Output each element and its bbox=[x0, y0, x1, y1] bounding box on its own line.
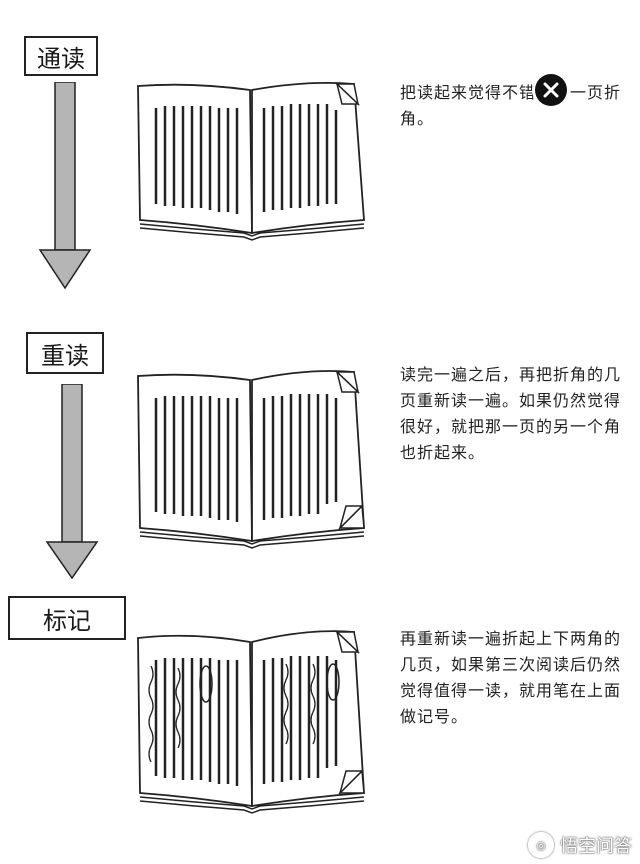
close-button[interactable] bbox=[532, 71, 570, 109]
step-label-3: 标记 bbox=[8, 596, 126, 640]
step-label-text: 重读 bbox=[41, 341, 89, 370]
step-label-2: 重读 bbox=[26, 332, 104, 374]
step-label-text: 通读 bbox=[37, 44, 85, 73]
watermark-text: 悟空问答 bbox=[560, 836, 632, 857]
watermark: ◎ 悟空问答 bbox=[528, 832, 632, 858]
book-illustration-2 bbox=[137, 369, 365, 549]
step-label-text: 标记 bbox=[43, 606, 91, 635]
wukong-logo-icon: ◎ bbox=[528, 832, 554, 858]
down-arrow-1 bbox=[38, 82, 92, 290]
step-description-3: 再重新读一遍折起上下两角的几页，如果第三次阅读后仍然觉得值得一读，就用笔在上面做… bbox=[400, 629, 622, 726]
down-arrow-2 bbox=[45, 384, 99, 580]
step-label-1: 通读 bbox=[24, 36, 98, 76]
step-description-1: 把读起来觉得不错的那一页折角。 bbox=[400, 83, 622, 128]
book-illustration-1 bbox=[137, 81, 365, 241]
close-x-circle-icon bbox=[535, 74, 567, 106]
book-illustration-3 bbox=[137, 629, 365, 814]
step-description-2: 读完一遍之后，再把折角的几页重新读一遍。如果仍然觉得很好，就把那一页的另一个角也… bbox=[400, 365, 622, 462]
